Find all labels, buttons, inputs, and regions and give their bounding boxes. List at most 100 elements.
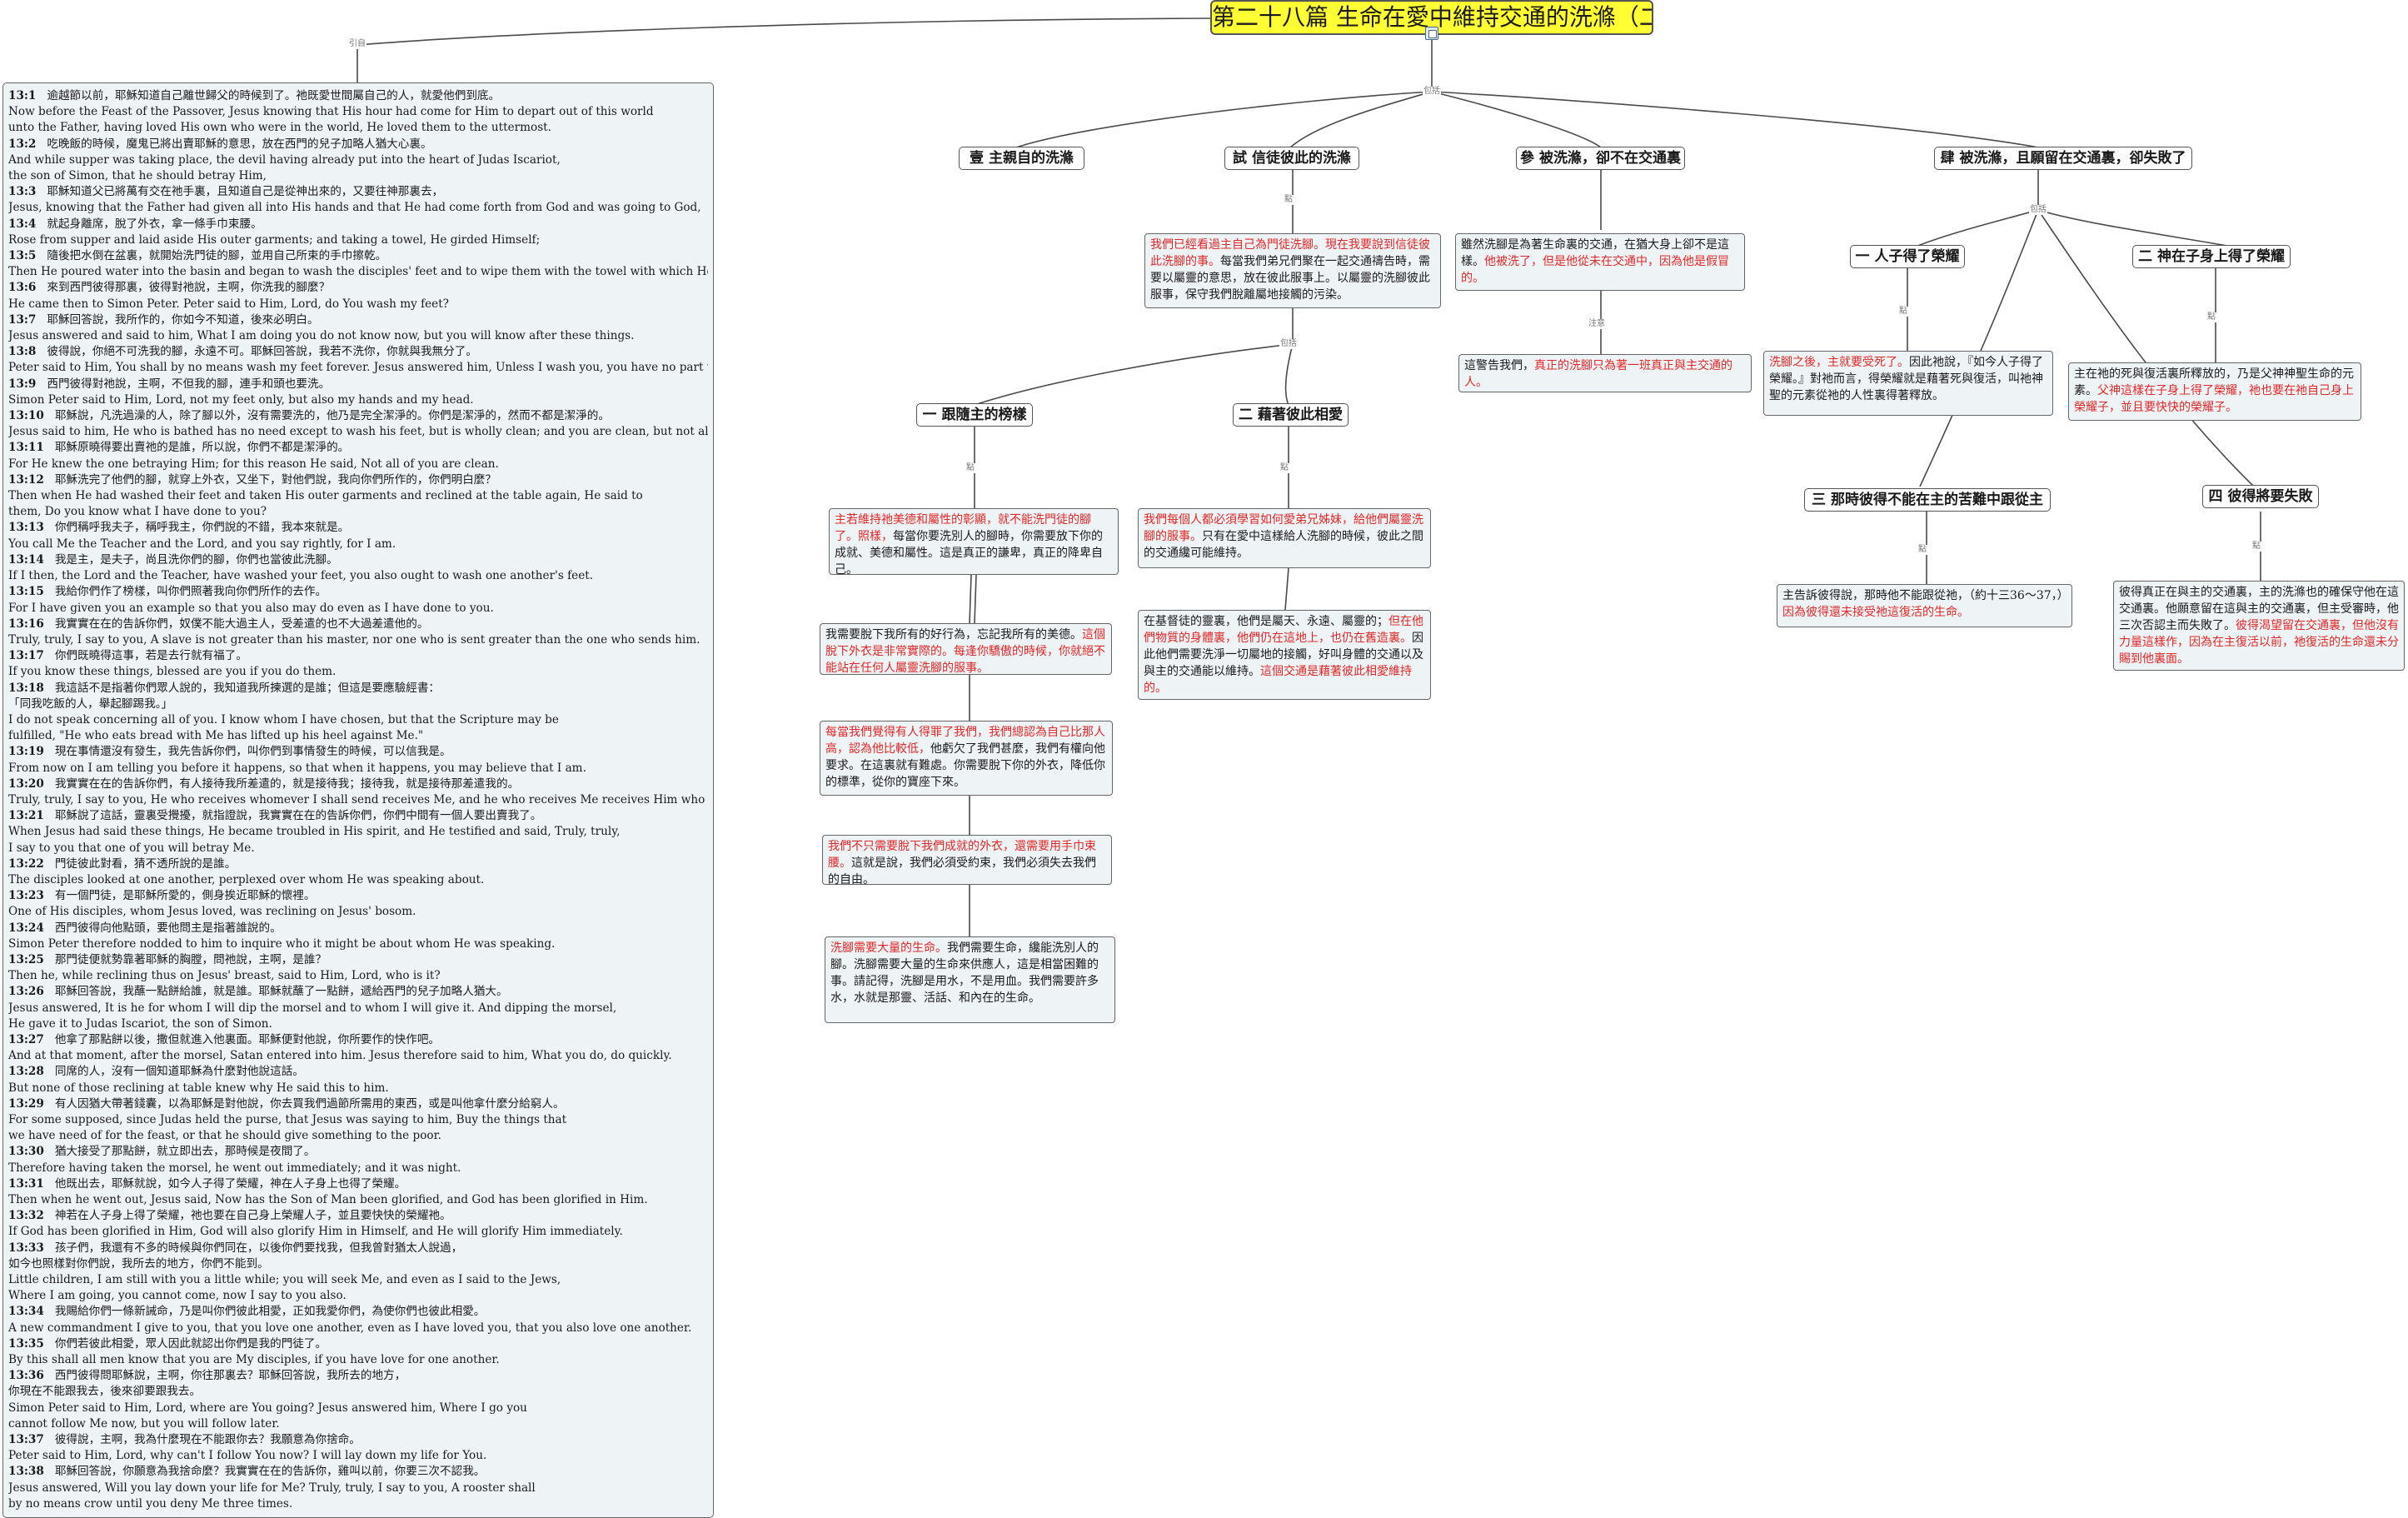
verse-ref: 13:8 [8,345,37,359]
verse-text: Jesus said to him, He who is bathed has … [8,425,708,439]
topic-peter-will-fail[interactable]: 四 彼得將要失敗 [2202,485,2319,508]
verse-line: 13:38 耶穌回答說，你願意為我捨命麼？我實實在在的告訴你，雞叫以前，你要三次… [8,1464,708,1480]
topic-love-each-other[interactable]: 二 藉著彼此相愛 [1233,403,1349,427]
verse-text: 你們既曉得這事，若是去行就有福了。 [54,649,247,663]
verse-line: unto the Father, having loved His own wh… [8,120,708,136]
verse-text: Peter said to Him, Lord, why can't I fol… [8,1449,487,1463]
note-text: 彼得真正在與主的交通裏，主的洗滌也的確保守他在這交通裏。他願意留在這與主的交通裏… [2119,586,2399,632]
verse-line: By this shall all men know that you are … [8,1352,708,1368]
verse-line: Jesus said to him, He who is bathed has … [8,424,708,440]
verse-text: Truly, truly, I say to you, A slave is n… [8,632,700,647]
verse-line: Peter said to Him, You shall by no means… [8,360,708,376]
note-text: 我們需要生命，纔能洗別人的腳。洗腳需要大量的生命來供應人，這是相當困難的事。請記… [830,941,1099,1005]
verse-text: 我實實在在的告訴你們，奴僕不能大過主人，受差遣的也不大過差遣他的。 [54,617,429,631]
verse-text: 隨後把水倒在盆裏，就開始洗門徒的腳，並用自己所束的手巾擦乾。 [47,249,387,263]
verse-line: Rose from supper and laid aside His oute… [8,232,708,248]
verse-line: cannot follow Me now, but you will follo… [8,1416,708,1432]
topic-god-glorified[interactable]: 二 神在子身上得了榮耀 [2132,245,2291,268]
verse-line: 13:28 同席的人，沒有一個知道耶穌為什麼對他說這話。 [8,1064,708,1080]
verse-line: 「同我吃飯的人，舉起腳踢我。」 [8,697,708,712]
highlight-text: 這個脫下外衣是非常實際的。每逢你驕傲的時候，你就絕不能站在任何人屬靈洗腳的服事。 [825,628,1105,675]
verse-line: 13:14 我是主，是夫子，尚且洗你們的腳，你們也當彼此洗腳。 [8,552,708,568]
note-text: 主在祂的死與復活裏所釋放的，乃是父神神聖生命的元素。 [2074,367,2354,397]
note-warning: 這警告我們，真正的洗腳只為著一班真正與主交通的人。 [1458,354,1752,392]
verse-text: 耶穌洗完了他們的腳，就穿上外衣，又坐下，對他們說，我向你們所作的，你們明白麼？ [54,472,496,487]
verse-line: 13:5 隨後把水倒在盆裏，就開始洗門徒的腳，並用自己所束的手巾擦乾。 [8,248,708,264]
verse-text: Simon Peter said to Him, Lord, where are… [8,1401,527,1415]
verse-ref: 13:25 [8,952,44,966]
verse-line: 13:22 門徒彼此對看，猜不透所說的是誰。 [8,856,708,872]
verse-text: unto the Father, having loved His own wh… [8,121,551,135]
verse-line: If you know these things, blessed are yo… [8,664,708,680]
verse-text: If God has been glorified in Him, God wi… [8,1225,623,1239]
topic-peter-cannot-follow[interactable]: 三 那時彼得不能在主的苦難中跟從主 [1804,488,2051,512]
verse-text: Then when He had washed their feet and t… [8,489,643,503]
note-text: 因此祂說，『如今人子得了榮耀。』對祂而言，得榮耀就是藉著死與復活，叫祂神聖的元素… [1769,356,2043,402]
verse-text: the son of Simon, that he should betray … [8,169,267,183]
highlight-text: 每當我們覺得有人得罪了我們，我們總認為自己比那人高，認為他比較低， [825,726,1105,756]
verse-line: When Jesus had said these things, He bec… [8,824,708,840]
verse-text: One of His disciples, whom Jesus loved, … [8,905,416,919]
verse-text: For He knew the one betraying Him; for t… [8,457,499,471]
verse-line: He came then to Simon Peter. Peter said … [8,297,708,312]
verse-text: Where I am going, you cannot come, now I… [8,1289,346,1303]
verse-line: the son of Simon, that he should betray … [8,168,708,184]
verse-line: Jesus answered, It is he for whom I will… [8,1001,708,1016]
point-label: 點 [1898,307,1908,317]
point-label: 點 [2206,312,2216,322]
verse-line: If I then, the Lord and the Teacher, hav… [8,568,708,584]
highlight-text: 但在他們物質的身體裏，他們仍在這地上，也仍在舊造裏。 [1144,615,1423,645]
verse-text: by no means crow until you deny Me three… [8,1496,293,1511]
verse-ref: 13:24 [8,921,44,935]
verse-text: 我這話不是指著你們眾人說的，我知道我所揀選的是誰；但這是要應驗經書： [54,681,441,695]
verse-line: Jesus, knowing that the Father had given… [8,200,708,216]
highlight-text: 父神這樣在子身上得了榮耀，祂也要在祂自己身上榮耀子，並且要快快的榮耀子。 [2074,384,2354,414]
verse-line: 13:37 彼得說，主啊，我為什麼現在不能跟你去？我願意為你捨命。 [8,1432,708,1448]
note-lower-standard: 每當我們覺得有人得罪了我們，我們總認為自己比那人高，認為他比較低，他虧欠了我們甚… [820,721,1113,796]
map-title[interactable]: 第二十八篇 生命在愛中維持交通的洗滌（二） [1210,0,1653,35]
verse-line: them, Do you know what I have done to yo… [8,504,708,520]
verse-line: Therefore having taken the morsel, he we… [8,1161,708,1176]
verse-text: them, Do you know what I have done to yo… [8,505,267,519]
verse-text: 我實實在在的告訴你們，有人接待我所差遣的，就是接待我；接待我，就是接待那差遣我的… [54,776,520,791]
highlight-text: 這個交通是藉著彼此相愛維持的。 [1144,665,1412,695]
contains-label: 包括 [2029,205,2047,215]
note-believers-washing: 我們已經看過主自己為門徒洗腳。現在我要說到信徒彼此洗腳的事。每當我們弟兄們聚在一… [1144,233,1441,308]
verse-text: From now on I am telling you before it h… [8,761,586,775]
verse-line: For some supposed, since Judas held the … [8,1112,708,1128]
verse-text: 就起身離席，脫了外衣，拿一條手巾束腰。 [47,217,262,231]
verse-line: 13:27 他拿了那點餅以後，撒但就進入他裏面。耶穌便對他說，你所要作的快作吧。 [8,1032,708,1048]
topic-follow-example[interactable]: 一 跟隨主的榜樣 [916,403,1033,427]
verse-text: 他既出去，耶穌就說，如今人子得了榮耀，神在人子身上也得了榮耀。 [54,1176,406,1191]
verse-ref: 13:6 [8,281,37,295]
highlight-text: 主若維持祂美德和屬性的彰顯，就不能洗門徒的腳了。照樣， [835,513,1091,543]
verse-line: 13:7 耶穌回答說，我所作的，你如今不知道，後來必明白。 [8,312,708,328]
verse-line: 13:31 他既出去，耶穌就說，如今人子得了榮耀，神在人子身上也得了榮耀。 [8,1176,708,1192]
note-abundant-life: 洗腳需要大量的生命。我們需要生命，纔能洗別人的腳。洗腳需要大量的生命來供應人，這… [825,936,1115,1023]
branch-believers-washing[interactable]: 試 信徒彼此的洗滌 [1224,147,1359,170]
verse-line: If God has been glorified in Him, God wi… [8,1224,708,1240]
verse-text: 耶穌回答說，我蘸一點餅給誰，就是誰。耶穌就蘸了一點餅，遞給西門的兒子加略人猶大。 [54,985,508,999]
verse-line: Now before the Feast of the Passover, Je… [8,104,708,120]
quote-label: 引自 [348,39,366,49]
outline-toggle-icon[interactable] [1425,27,1438,40]
topic-son-glorified[interactable]: 一 人子得了榮耀 [1850,245,1965,268]
verse-text: 同席的人，沒有一個知道耶穌為什麼對他說這話。 [54,1065,304,1079]
verse-ref: 13:4 [8,217,37,231]
verse-line: 你現在不能跟我去，後來卻要跟我去。 [8,1384,708,1400]
note-text: 雖然洗腳是為著生命裏的交通，在猶大身上卻不是這樣。 [1461,238,1729,268]
verse-line: Simon Peter said to Him, Lord, where are… [8,1401,708,1416]
verse-line: 13:30 猶大接受了那點餅，就立即出去，那時候是夜間了。 [8,1144,708,1160]
verse-line: 13:24 西門彼得向他點頭，要他問主是指著誰說的。 [8,921,708,936]
note-text: 只有在愛中這樣給人洗腳的時候，彼此之間的交通纔可能維持。 [1144,530,1423,560]
branch-washed-but-failed[interactable]: 肆 被洗滌，且願留在交通裏，卻失敗了 [1934,147,2192,170]
note-judas-washed: 雖然洗腳是為著生命裏的交通，在猶大身上卻不是這樣。他被洗了，但是他從未在交通中，… [1455,233,1745,291]
branch-master-washing[interactable]: 壹 主親自的洗滌 [959,147,1084,170]
highlight-text: 因為彼得還未接受祂這復活的生命。 [1782,606,1969,619]
verse-line: I say to you that one of you will betray… [8,841,708,856]
branch-washed-not-in-fellowship[interactable]: 參 被洗滌，卻不在交通裏 [1516,147,1685,170]
verse-text: If you know these things, blessed are yo… [8,665,337,679]
verse-text: 我給你們作了榜樣，叫你們照著我向你們所作的去作。 [54,585,327,599]
note-text: 主告訴彼得說，那時他不能跟從祂，（約十三36～37，） [1782,589,2069,602]
verse-line: I do not speak concerning all of you. I … [8,712,708,728]
